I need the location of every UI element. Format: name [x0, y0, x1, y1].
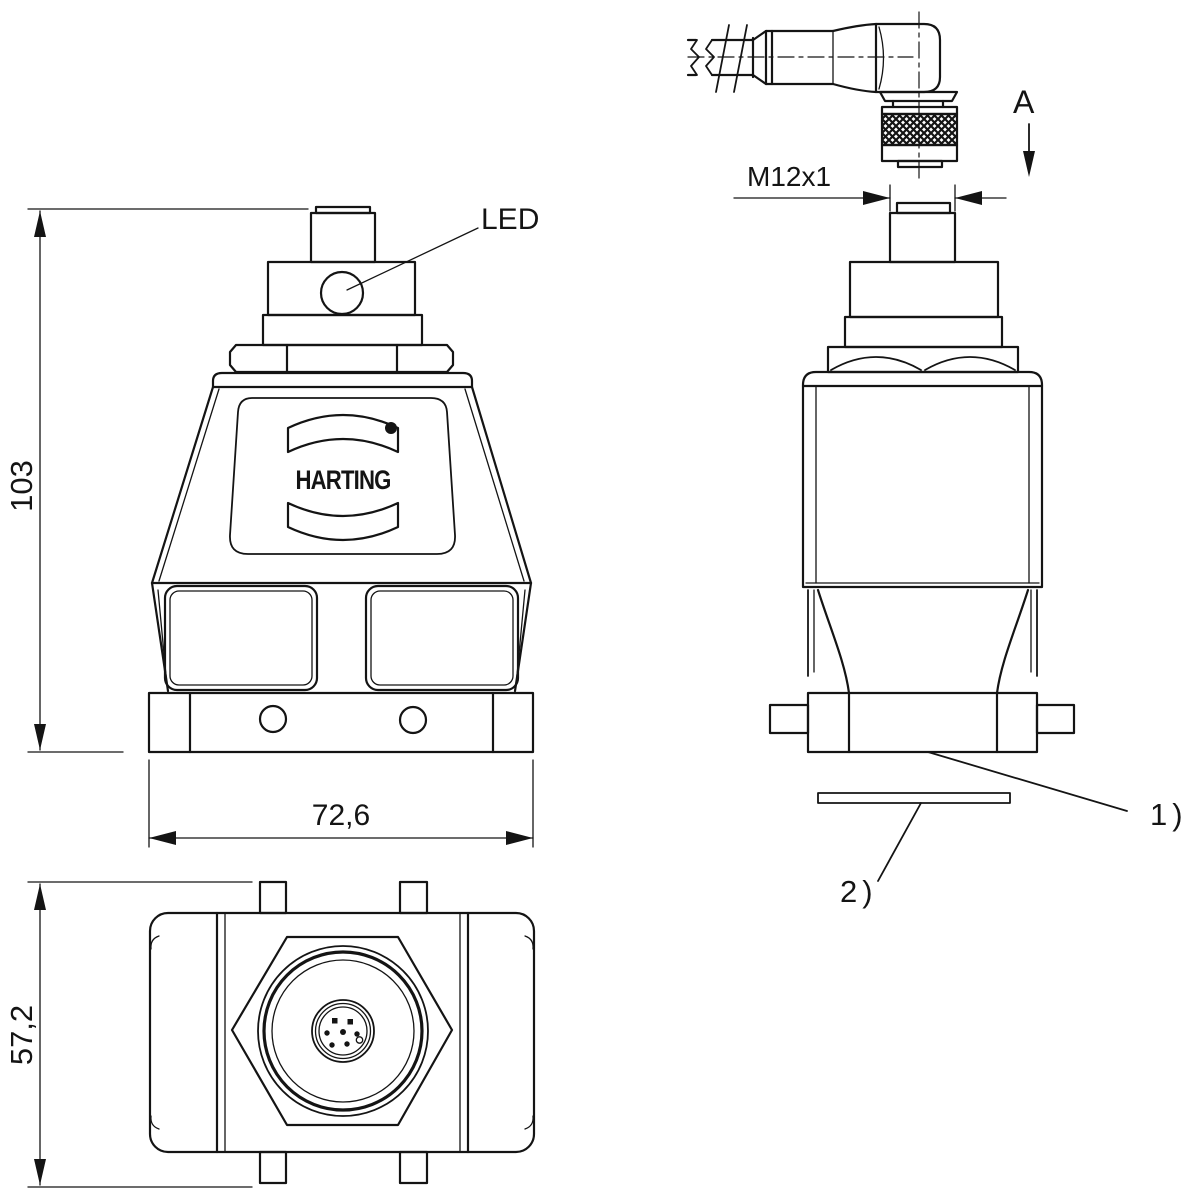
logo-band-top — [286, 414, 400, 454]
callout-leaders — [877, 751, 1128, 882]
m12-socket-face — [257, 945, 429, 1117]
cable-break-slash — [715, 24, 730, 93]
connector-side — [768, 201, 1076, 754]
mounting-flange-right — [1035, 703, 1076, 735]
height-dimension-graphics — [27, 208, 309, 753]
height-dimension-text: 103 — [4, 460, 39, 512]
hex-nut-front — [228, 343, 455, 374]
depth-dimension-graphics — [27, 881, 253, 1188]
socket-pins — [324, 1018, 364, 1048]
housing-dot — [385, 422, 397, 434]
tab — [258, 880, 288, 915]
led-leader-line — [346, 227, 479, 291]
latches-front — [150, 581, 533, 693]
harting-logo-text: HARTING — [295, 465, 391, 495]
front-view — [27, 205, 535, 848]
led-indicator — [319, 270, 365, 316]
knurled-nut — [880, 112, 959, 147]
section-arrow-label: A — [1013, 84, 1035, 120]
side-view — [686, 11, 1128, 882]
callout-1-leader — [927, 751, 1128, 812]
depth-dimension-text: 57,2 — [4, 1004, 39, 1066]
callout-2-label: 2) — [840, 874, 878, 909]
housing-front — [150, 371, 533, 585]
hex-nut-bottom — [230, 935, 454, 1127]
thread-dimension-graphics — [733, 184, 1007, 212]
led-label: LED — [481, 203, 540, 236]
bottom-view — [27, 880, 536, 1188]
tab — [398, 880, 429, 915]
m12-thread-front — [309, 205, 377, 264]
cable-assembly — [686, 11, 959, 179]
mounting-hole-right — [398, 705, 428, 735]
tab — [398, 1150, 429, 1185]
elbow-body — [874, 22, 942, 94]
tab — [258, 1150, 288, 1185]
thread-size-label: M12x1 — [747, 161, 832, 192]
led-housing-front — [261, 227, 479, 347]
width-dimension-text: 72,6 — [311, 799, 371, 832]
body-bottom — [148, 880, 536, 1185]
gasket — [817, 792, 1011, 804]
callout-2-leader — [877, 802, 922, 882]
logo-band-bottom — [286, 501, 400, 541]
mounting-flange-left — [768, 703, 810, 735]
width-dimension-graphics — [148, 759, 534, 848]
section-arrow — [1023, 123, 1035, 177]
cable-break-slash — [733, 24, 748, 93]
mounting-hole-left — [258, 704, 288, 734]
callout-1-label: 1) — [1150, 797, 1188, 832]
base-front — [147, 691, 535, 754]
housing-panel — [229, 397, 456, 555]
